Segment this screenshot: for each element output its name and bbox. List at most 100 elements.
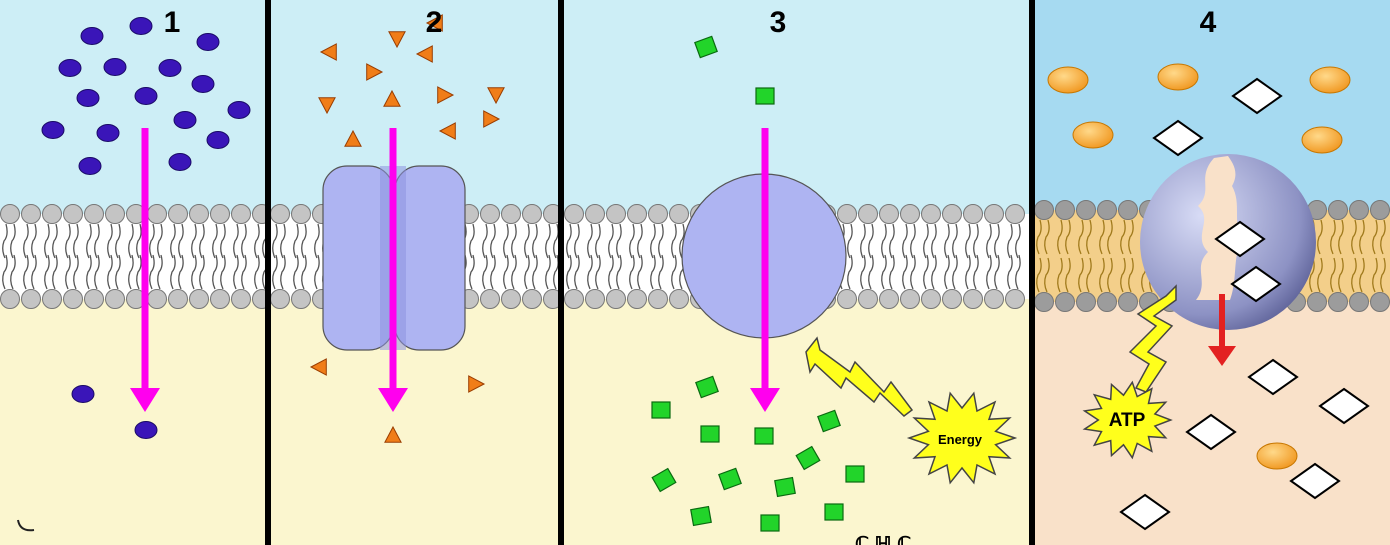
phospholipid-head <box>168 289 188 309</box>
phospholipid-head <box>858 204 878 224</box>
phospholipid-head <box>84 289 104 309</box>
phospholipid-head <box>147 289 167 309</box>
phospholipid-head <box>1349 200 1369 220</box>
triangle-molecule <box>318 97 336 115</box>
phospholipid-head <box>837 204 857 224</box>
circle-molecule <box>96 124 120 142</box>
diamond-molecule <box>1247 358 1299 396</box>
divider-line <box>558 0 564 545</box>
phospholipid-head <box>1118 292 1138 312</box>
triangle-molecule <box>487 87 505 105</box>
red-arrow-head <box>1208 346 1236 366</box>
phospholipid-bilayer <box>564 204 1030 309</box>
phospholipid-head <box>1328 292 1348 312</box>
circle-molecule <box>78 157 102 175</box>
phospholipid-head <box>669 289 689 309</box>
phospholipid-head <box>879 204 899 224</box>
circle-molecule <box>58 59 82 77</box>
triangle-molecule <box>437 86 455 104</box>
phospholipid-head <box>1005 204 1025 224</box>
phospholipid-head <box>1370 200 1390 220</box>
phospholipid-head <box>291 289 311 309</box>
orange-ellipse-molecules <box>1047 63 1351 470</box>
square-molecule <box>651 401 671 419</box>
phospholipid-head <box>522 289 542 309</box>
phospholipid-head <box>1005 289 1025 309</box>
atp-label: ATP <box>1109 410 1146 431</box>
circle-molecule <box>80 27 104 45</box>
circle-molecule <box>173 111 197 129</box>
phospholipid-head <box>921 289 941 309</box>
phospholipid-head <box>0 289 20 309</box>
phospholipid-head <box>585 204 605 224</box>
phospholipid-head <box>1097 200 1117 220</box>
phospholipid-head <box>105 289 125 309</box>
phospholipid-head <box>210 289 230 309</box>
circle-molecule <box>129 17 153 35</box>
square-molecule <box>694 35 718 59</box>
diamond-molecule <box>1214 220 1266 258</box>
phospholipid-head <box>942 289 962 309</box>
square-molecule <box>700 425 720 443</box>
circle-molecule <box>134 87 158 105</box>
phospholipid-head <box>231 289 251 309</box>
circle-molecule <box>103 58 127 76</box>
energy-burst <box>906 391 1018 485</box>
triangle-molecule <box>388 31 406 49</box>
phospholipid-head <box>900 289 920 309</box>
orange-ellipse-molecule <box>1072 121 1114 149</box>
phospholipid-head <box>63 204 83 224</box>
circle-molecule <box>71 385 95 403</box>
phospholipid-head <box>189 204 209 224</box>
phospholipid-head <box>189 289 209 309</box>
square-molecule <box>795 445 821 471</box>
diamond-molecule <box>1152 119 1204 157</box>
pink-arrow-head <box>750 388 780 412</box>
circle-molecule <box>158 59 182 77</box>
circle-molecule <box>168 153 192 171</box>
circle-molecule <box>76 89 100 107</box>
triangle-molecule <box>468 375 486 393</box>
phospholipid-head <box>84 204 104 224</box>
panel-3-number: 3 <box>770 6 787 39</box>
atp-lightning-bolt <box>1128 284 1177 393</box>
square-molecule <box>690 505 712 527</box>
orange-ellipse-molecule <box>1309 66 1351 94</box>
phospholipid-head <box>1034 292 1054 312</box>
panel-2 <box>270 0 560 545</box>
corner-mark <box>17 519 35 532</box>
phospholipid-head <box>0 204 20 224</box>
phospholipid-head <box>147 204 167 224</box>
atp-burst <box>1082 380 1173 460</box>
square-molecules <box>651 35 865 532</box>
partial-text: ℂ ℍ ℂ <box>855 534 911 545</box>
panel-3: Energy ℂ ℍ ℂ <box>564 0 1030 545</box>
phospholipid-head <box>1055 200 1075 220</box>
panel-1-number: 1 <box>164 6 181 39</box>
phospholipid-head <box>837 289 857 309</box>
phospholipid-head <box>252 289 266 309</box>
phospholipid-head <box>480 204 500 224</box>
square-molecule <box>755 87 775 105</box>
panel-1 <box>0 0 266 545</box>
phospholipid-head <box>105 204 125 224</box>
phospholipid-head <box>21 289 41 309</box>
triangle-molecule <box>366 63 384 81</box>
circle-molecule <box>134 421 158 439</box>
phospholipid-head <box>921 204 941 224</box>
phospholipid-head <box>270 204 290 224</box>
orange-ellipse-molecule <box>1047 66 1089 94</box>
circle-molecule <box>227 101 251 119</box>
phospholipid-head <box>858 289 878 309</box>
circle-molecule <box>196 33 220 51</box>
square-molecule <box>754 427 774 445</box>
panel-2-number: 2 <box>426 6 443 39</box>
phospholipid-head <box>480 289 500 309</box>
orange-ellipse-molecule <box>1157 63 1199 91</box>
phospholipid-head <box>1034 200 1054 220</box>
phospholipid-head <box>564 204 584 224</box>
triangle-molecule <box>319 43 337 61</box>
diamond-molecule <box>1318 387 1370 425</box>
phospholipid-head <box>291 204 311 224</box>
